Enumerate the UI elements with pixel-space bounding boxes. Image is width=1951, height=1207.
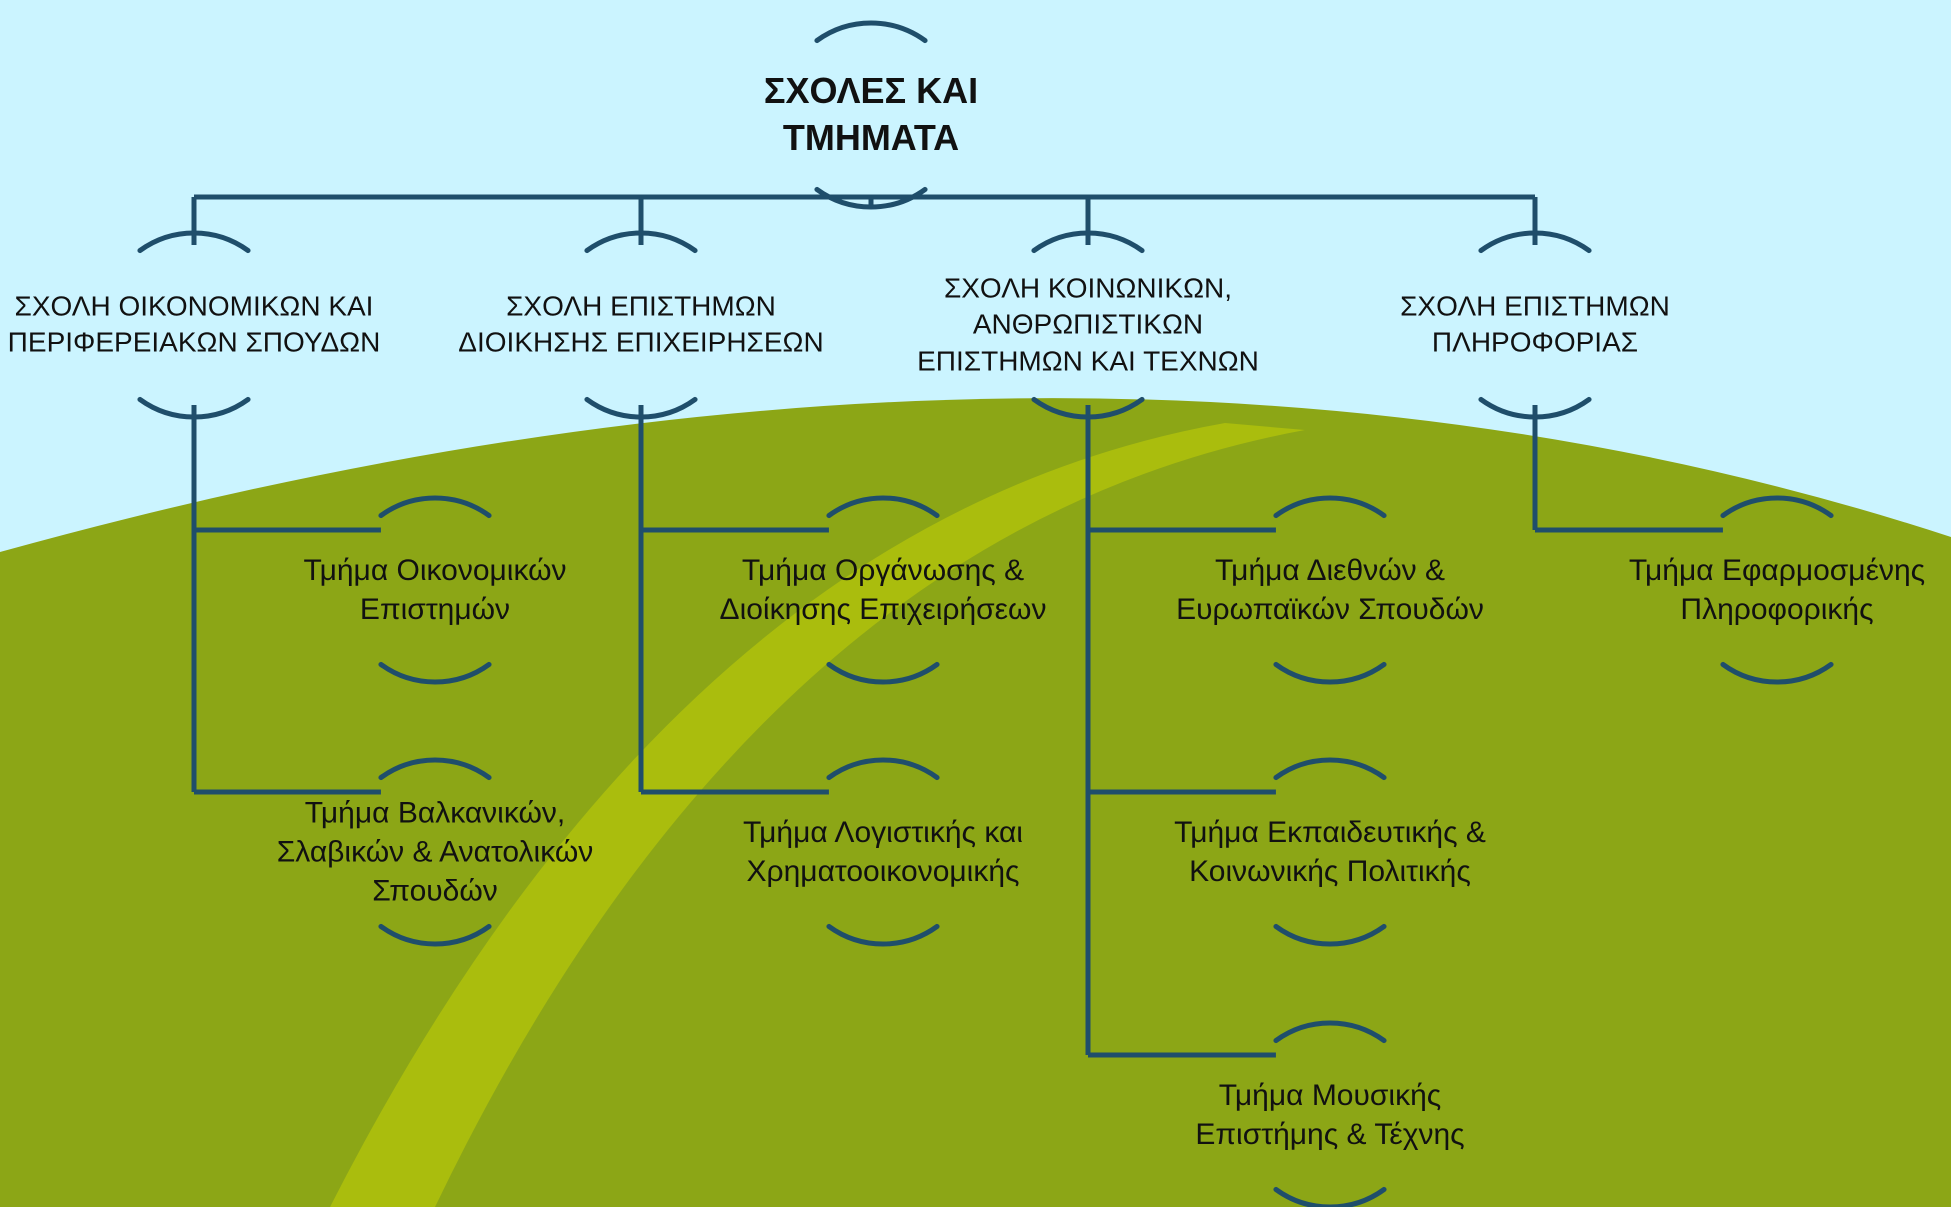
connector-lines xyxy=(191,194,1723,1058)
root-top-arc xyxy=(814,20,928,44)
department-node-business-administration: Τμήμα Οργάνωσης & Διοίκησης Επιχειρήσεων xyxy=(720,551,1047,629)
department-0-0-top-arc xyxy=(378,495,492,519)
department-label-line2: Επιστημών xyxy=(359,593,511,626)
school-label-line2: ΔΙΟΙΚΗΣΗΣ ΕΠΙΧΕΙΡΗΣΕΩΝ xyxy=(458,327,824,358)
department-1-0-top-arc xyxy=(826,495,940,519)
department-1-1-top-arc xyxy=(826,757,940,781)
department-label-line2: Πληροφορικής xyxy=(1680,593,1874,626)
root-title-line2: ΤΜΗΜΑΤΑ xyxy=(782,117,960,158)
department-2-1-bottom-arc xyxy=(1273,923,1387,947)
department-label-line1: Τμήμα Οργάνωσης & xyxy=(741,554,1025,587)
department-1-0-bottom-arc xyxy=(826,661,940,685)
school-3-top-arc xyxy=(1478,230,1592,254)
department-label-line2: Σλαβικών & Ανατολικών xyxy=(276,835,594,869)
department-3-0-bottom-arc xyxy=(1720,661,1834,685)
node-arcs xyxy=(137,20,1834,1207)
department-label-line2: Διοίκησης Επιχειρήσεων xyxy=(719,593,1047,626)
school-1-bottom-arc xyxy=(584,396,698,420)
school-2-bottom-arc xyxy=(1031,396,1145,420)
school-label-line2: ΠΕΡΙΦΕΡΕΙΑΚΩΝ ΣΠΟΥΔΩΝ xyxy=(7,327,381,358)
department-node-accounting-finance: Τμήμα Λογιστικής και Χρηματοοικονομικής xyxy=(743,813,1023,891)
department-label-line1: Τμήμα Λογιστικής και xyxy=(743,816,1023,849)
root-bottom-arc xyxy=(814,186,928,210)
department-2-0-top-arc xyxy=(1273,495,1387,519)
department-node-applied-informatics: Τμήμα Εφαρμοσμένης Πληροφορικής xyxy=(1629,551,1925,629)
school-label-line2: ΑΝΘΡΩΠΙΣΤΙΚΩΝ xyxy=(972,308,1204,340)
school-label-line1: ΣΧΟΛΗ ΕΠΙΣΤΗΜΩΝ xyxy=(1400,290,1670,322)
root-node: ΣΧΟΛΕΣ ΚΑΙ ΤΜΗΜΑΤΑ xyxy=(764,68,978,162)
department-0-0-bottom-arc xyxy=(378,661,492,685)
department-label-line1: Τμήμα Εφαρμοσμένης xyxy=(1628,554,1926,587)
root-title-line1: ΣΧΟΛΕΣ ΚΑΙ xyxy=(763,70,979,112)
department-label-line3: Σπουδών xyxy=(372,874,498,908)
school-node-economics: ΣΧΟΛΗ ΟΙΚΟΝΟΜΙΚΩΝ ΚΑΙ ΠΕΡΙΦΕΡΕΙΑΚΩΝ ΣΠΟΥ… xyxy=(8,289,381,362)
department-1-1-bottom-arc xyxy=(826,923,940,947)
school-label-line3: ΕΠΙΣΤΗΜΩΝ ΚΑΙ ΤΕΧΝΩΝ xyxy=(917,345,1259,377)
school-label-line1: ΣΧΟΛΗ ΕΠΙΣΤΗΜΩΝ xyxy=(506,290,776,322)
school-label-line1: ΣΧΟΛΗ ΟΙΚΟΝΟΜΙΚΩΝ ΚΑΙ xyxy=(14,290,374,322)
department-2-1-top-arc xyxy=(1273,757,1387,781)
department-label-line2: Κοινωνικής Πολιτικής xyxy=(1189,855,1471,888)
school-0-top-arc xyxy=(137,230,251,254)
curved-stripe xyxy=(330,423,1305,1207)
department-node-economic-sciences: Τμήμα Οικονομικών Επιστημών xyxy=(303,551,566,629)
department-label-line1: Τμήμα Βαλκανικών, xyxy=(304,796,566,830)
school-label-line1: ΣΧΟΛΗ ΚΟΙΝΩΝΙΚΩΝ, xyxy=(943,272,1233,304)
department-label-line1: Τμήμα Εκπαιδευτικής & xyxy=(1174,816,1486,849)
department-label-line1: Τμήμα Διεθνών & xyxy=(1215,554,1445,587)
department-0-1-bottom-arc xyxy=(378,923,492,947)
department-label-line2: Ευρωπαϊκών Σπουδών xyxy=(1176,593,1484,626)
school-node-social-humanities-arts: ΣΧΟΛΗ ΚΟΙΝΩΝΙΚΩΝ, ΑΝΘΡΩΠΙΣΤΙΚΩΝ ΕΠΙΣΤΗΜΩ… xyxy=(917,270,1259,379)
department-0-1-top-arc xyxy=(378,757,492,781)
department-node-educational-social-policy: Τμήμα Εκπαιδευτικής & Κοινωνικής Πολιτικ… xyxy=(1174,813,1486,891)
department-node-international-european-studies: Τμήμα Διεθνών & Ευρωπαϊκών Σπουδών xyxy=(1176,551,1484,629)
department-2-0-bottom-arc xyxy=(1273,661,1387,685)
department-label-line1: Τμήμα Οικονομικών xyxy=(303,554,567,587)
school-node-information-sciences: ΣΧΟΛΗ ΕΠΙΣΤΗΜΩΝ ΠΛΗΡΟΦΟΡΙΑΣ xyxy=(1400,289,1670,362)
department-node-balkan-slavic-oriental-studies: Τμήμα Βαλκανικών, Σλαβικών & Ανατολικών … xyxy=(277,794,594,911)
school-0-bottom-arc xyxy=(137,396,251,420)
school-1-top-arc xyxy=(584,230,698,254)
department-label-line1: Τμήμα Μουσικής xyxy=(1218,1079,1442,1112)
school-label-line2: ΠΛΗΡΟΦΟΡΙΑΣ xyxy=(1431,327,1639,358)
department-2-2-top-arc xyxy=(1273,1020,1387,1044)
department-3-0-top-arc xyxy=(1720,495,1834,519)
school-3-bottom-arc xyxy=(1478,396,1592,420)
department-label-line2: Επιστήμης & Τέχνης xyxy=(1195,1118,1465,1151)
department-label-line2: Χρηματοοικονομικής xyxy=(746,855,1020,888)
school-node-business-administration: ΣΧΟΛΗ ΕΠΙΣΤΗΜΩΝ ΔΙΟΙΚΗΣΗΣ ΕΠΙΧΕΙΡΗΣΕΩΝ xyxy=(458,289,823,362)
department-node-music-science-art: Τμήμα Μουσικής Επιστήμης & Τέχνης xyxy=(1195,1076,1464,1154)
school-2-top-arc xyxy=(1031,230,1145,254)
